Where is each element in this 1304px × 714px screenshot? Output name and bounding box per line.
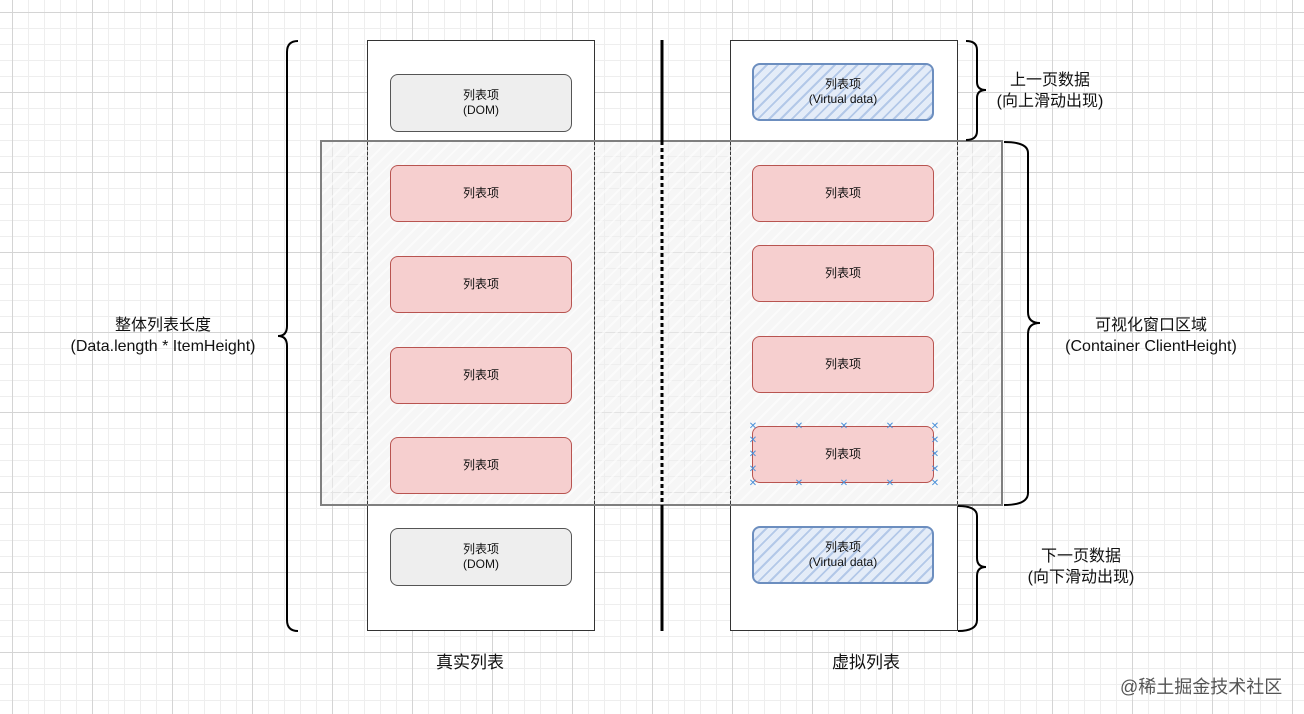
selection-handle-icon[interactable]: ✕: [885, 478, 895, 489]
item-title: 列表项: [462, 458, 499, 472]
selection-handle-icon[interactable]: ✕: [794, 478, 804, 489]
next-page-label: 下一页数据 (向下滑动出现): [1016, 546, 1146, 588]
item-title: 列表项: [824, 77, 861, 91]
prev-page-note: (向上滑动出现): [996, 93, 1104, 110]
selection-handle-icon[interactable]: ✕: [748, 421, 758, 432]
real-list-item: 列表项: [390, 347, 572, 404]
item-title: 列表项: [824, 186, 861, 200]
selection-handle-icon[interactable]: ✕: [885, 421, 895, 432]
whole-list-brace: [277, 40, 299, 632]
item-subtitle: (DOM): [463, 557, 499, 571]
selection-handle-icon[interactable]: ✕: [748, 464, 758, 475]
real-list-item: 列表项: [390, 437, 572, 494]
item-title: 列表项: [462, 186, 499, 200]
selection-handle-icon[interactable]: ✕: [748, 449, 758, 460]
selection-handle-icon[interactable]: ✕: [930, 449, 940, 460]
whole-list-length-label: 整体列表长度 (Data.length * ItemHeight): [48, 315, 278, 357]
whole-list-length-title: 整体列表长度: [114, 317, 211, 334]
viewport-label: 可视化窗口区域 (Container ClientHeight): [1046, 315, 1256, 357]
virtual-list-data-item-bottom: 列表项 (Virtual data): [752, 526, 934, 584]
item-title: 列表项: [462, 368, 499, 382]
viewport-note: (Container ClientHeight): [1065, 338, 1237, 355]
virtual-list-data-item-top: 列表项 (Virtual data): [752, 63, 934, 121]
item-title: 列表项: [824, 266, 861, 280]
real-list-item: 列表项: [390, 256, 572, 313]
item-title: 列表项: [824, 540, 861, 554]
real-list-caption: 真实列表: [436, 653, 504, 672]
item-subtitle: (Virtual data): [808, 555, 878, 569]
real-list-dom-item-top: 列表项 (DOM): [390, 74, 572, 132]
real-list-dom-item-bottom: 列表项 (DOM): [390, 528, 572, 586]
item-title: 列表项: [462, 277, 499, 291]
selection-handle-icon[interactable]: ✕: [930, 464, 940, 475]
viewport-title: 可视化窗口区域: [1094, 317, 1207, 334]
viewport-brace: [1003, 141, 1041, 506]
next-page-brace: [957, 505, 987, 632]
whole-list-length-formula: (Data.length * ItemHeight): [70, 338, 256, 355]
virtual-list-item: 列表项: [752, 245, 934, 302]
selection-handle-icon[interactable]: ✕: [794, 421, 804, 432]
next-page-note: (向下滑动出现): [1027, 569, 1135, 586]
selection-handle-icon[interactable]: ✕: [748, 435, 758, 446]
selection-handle-icon[interactable]: ✕: [930, 421, 940, 432]
virtual-list-item: 列表项: [752, 336, 934, 393]
virtual-list-item-selected[interactable]: 列表项 ✕ ✕ ✕ ✕ ✕ ✕ ✕ ✕ ✕ ✕ ✕ ✕ ✕ ✕ ✕ ✕: [749, 422, 939, 489]
item-title: 列表项: [824, 357, 861, 371]
prev-page-brace: [965, 40, 987, 141]
real-list-left-edge: [367, 142, 368, 504]
virtual-list-right-edge: [957, 142, 958, 504]
item-subtitle: (DOM): [463, 103, 499, 117]
selection-handle-icon[interactable]: ✕: [930, 435, 940, 446]
item-title: 列表项: [462, 542, 499, 556]
selection-handle-icon[interactable]: ✕: [839, 421, 849, 432]
watermark: @稀土掘金技术社区: [1120, 677, 1283, 697]
selection-handle-icon[interactable]: ✕: [930, 478, 940, 489]
virtual-list-item: 列表项: [752, 165, 934, 222]
selection-handle-icon[interactable]: ✕: [748, 478, 758, 489]
prev-page-title: 上一页数据: [1009, 72, 1090, 89]
item-title: 列表项: [462, 88, 499, 102]
item-subtitle: (Virtual data): [808, 92, 878, 106]
next-page-title: 下一页数据: [1040, 548, 1121, 565]
selection-handle-icon[interactable]: ✕: [839, 478, 849, 489]
real-list-item: 列表项: [390, 165, 572, 222]
virtual-list-left-edge: [730, 142, 731, 504]
virtual-list-caption: 虚拟列表: [832, 653, 900, 672]
item-title: 列表项: [824, 447, 861, 461]
real-list-right-edge: [594, 142, 595, 504]
prev-page-label: 上一页数据 (向上滑动出现): [985, 70, 1115, 112]
